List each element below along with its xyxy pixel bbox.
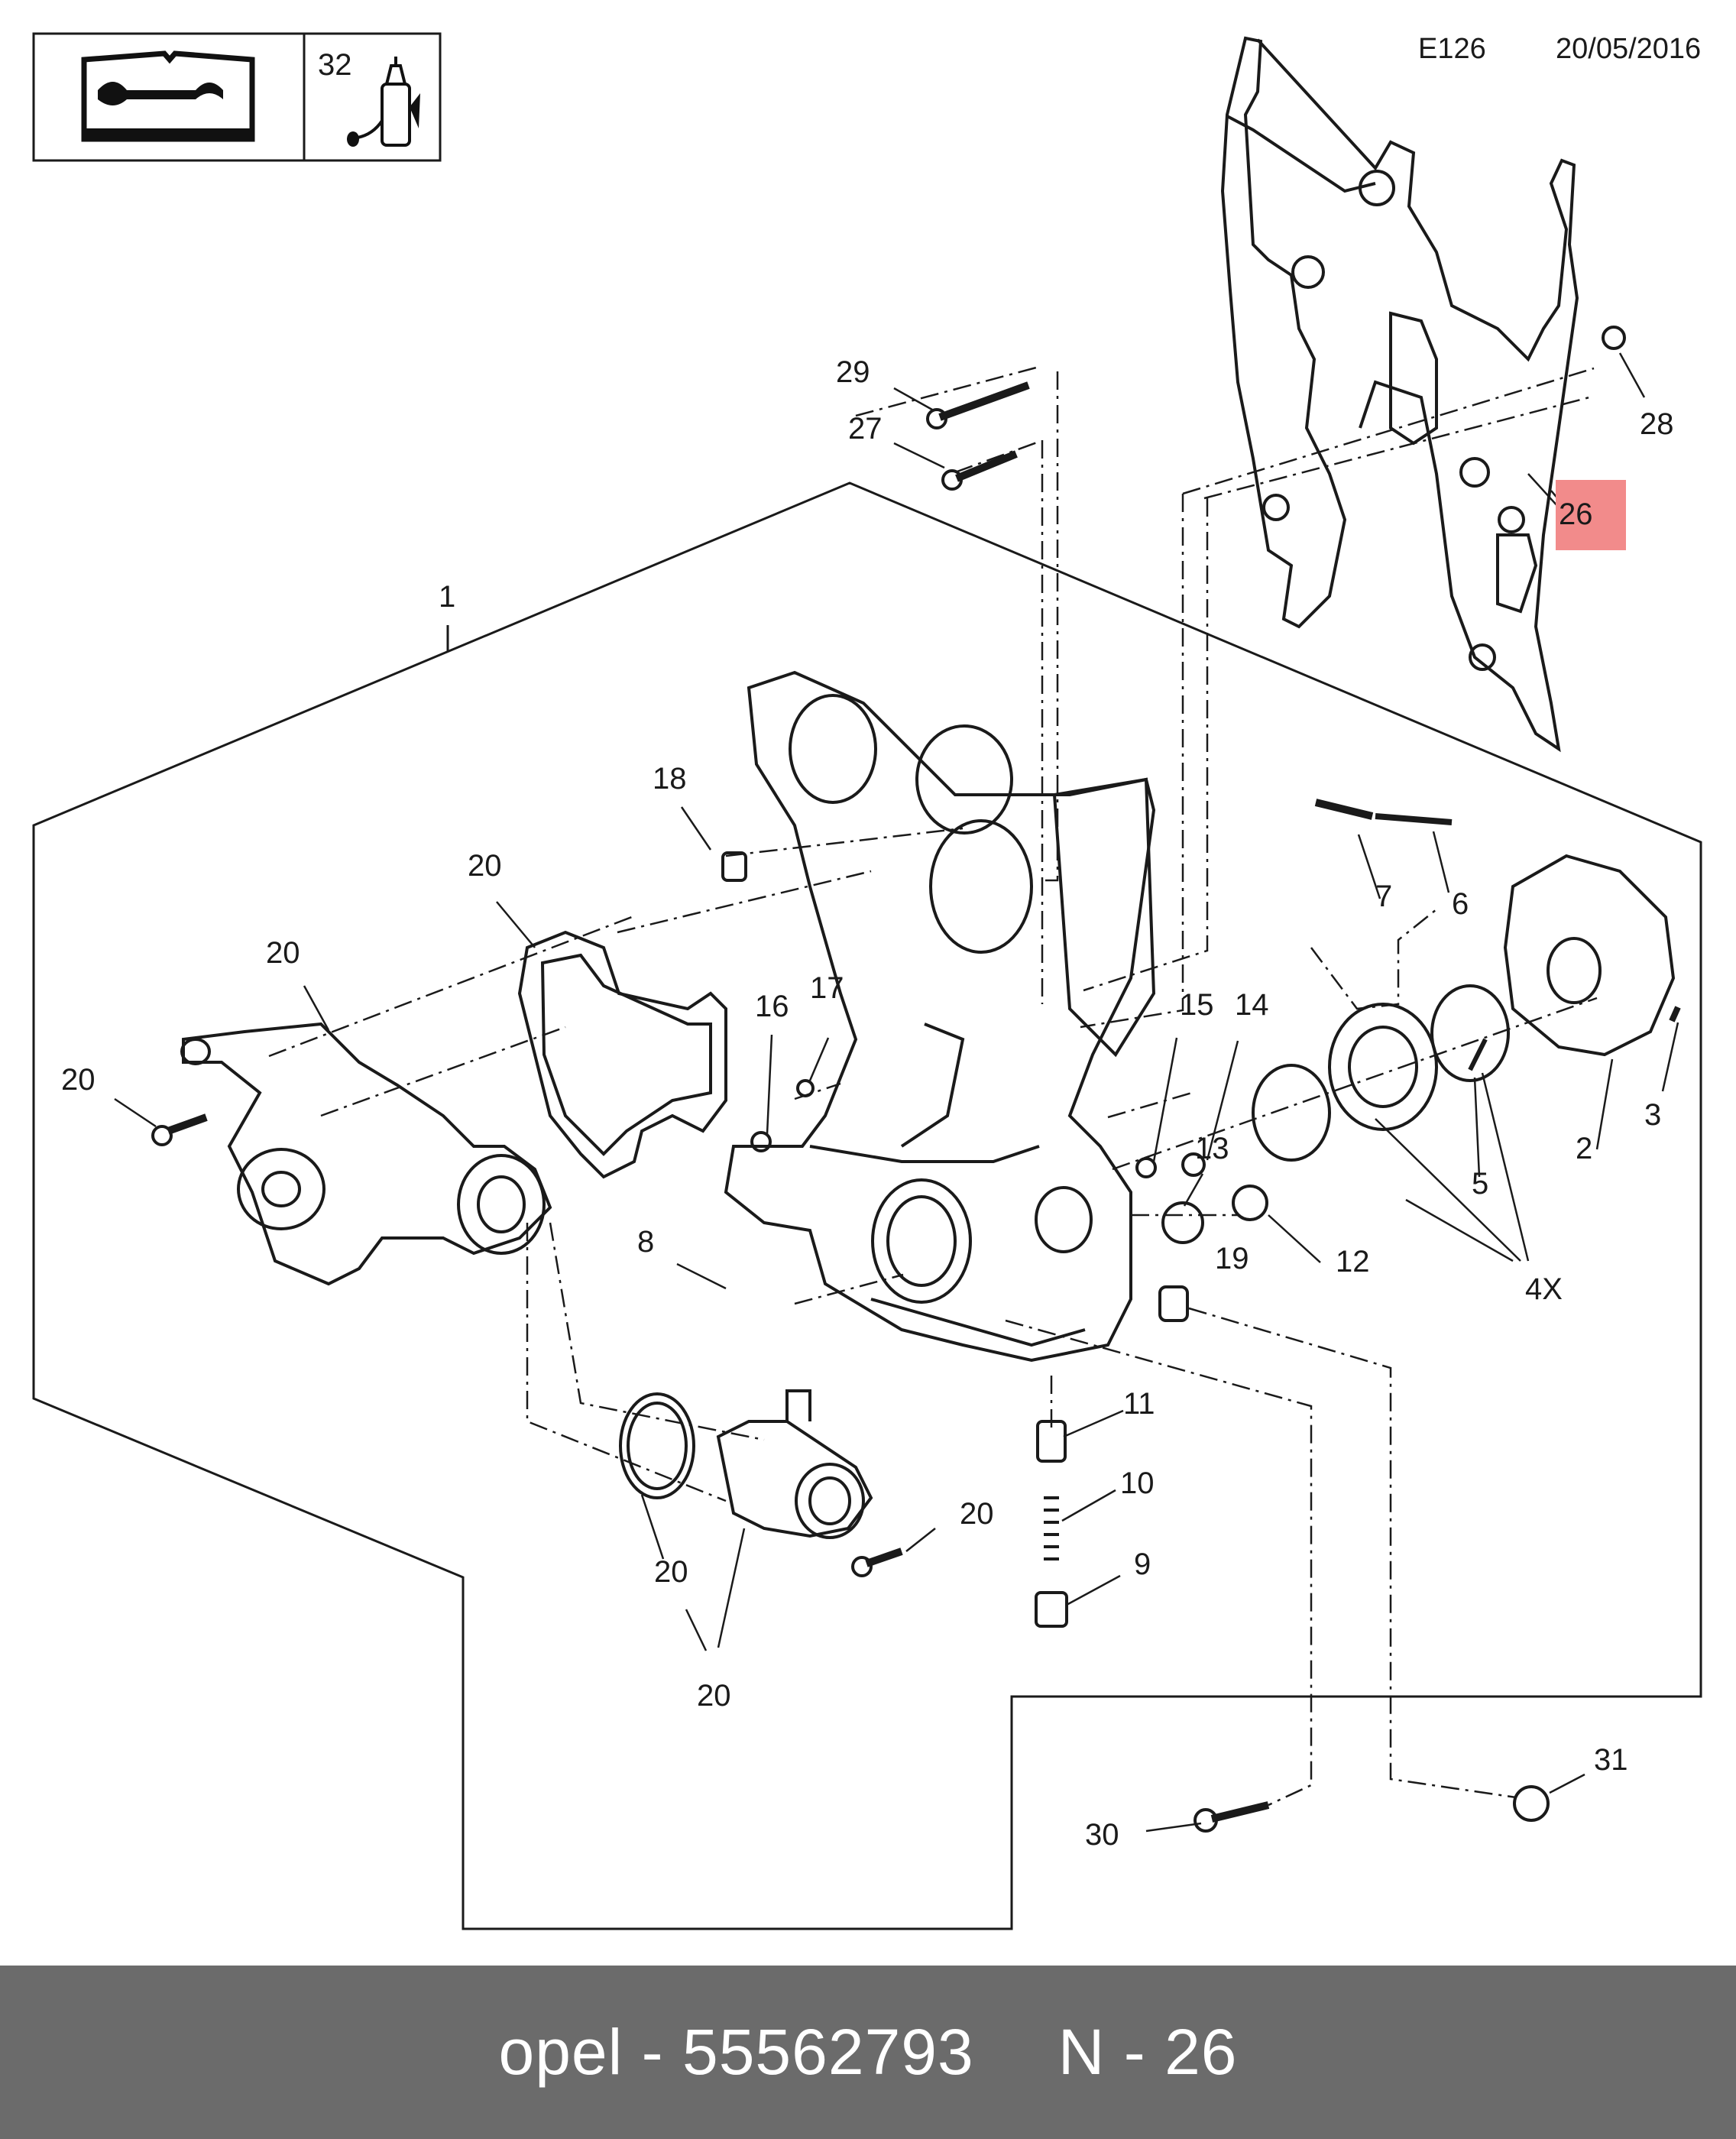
water-pump [180, 1022, 552, 1286]
callout-27: 27 [848, 412, 883, 446]
assembly-boundary [32, 481, 1702, 1930]
callout-15: 15 [1180, 988, 1214, 1022]
callout-29: 29 [836, 355, 870, 389]
callout-20-gasket: 20 [468, 849, 502, 883]
water-pump-gasket [517, 930, 727, 1179]
callout-9: 9 [1134, 1548, 1151, 1581]
timing-cover-gasket [1220, 36, 1579, 753]
small-parts [151, 326, 1681, 1833]
callout-18: 18 [653, 762, 687, 796]
reference-number: 26 [1164, 2016, 1238, 2088]
callout-11: 11 [1123, 1387, 1155, 1421]
callout-2: 2 [1576, 1132, 1592, 1165]
callout-12: 12 [1336, 1245, 1370, 1279]
callout-4x: 4X [1525, 1272, 1563, 1306]
part-number: 55562793 [682, 2016, 974, 2088]
callout-17: 17 [810, 971, 844, 1005]
diagram-date: 20/05/2016 [1556, 33, 1701, 65]
reference-prefix: N [1057, 2016, 1106, 2088]
callout-31: 31 [1594, 1743, 1628, 1777]
sealant-tube-icon [347, 57, 420, 147]
callout-20-housing: 20 [697, 1679, 731, 1713]
legend-box: 32 [32, 32, 442, 162]
callout-19: 19 [1215, 1242, 1249, 1275]
diagram-code: E126 [1418, 33, 1486, 65]
callout-7: 7 [1375, 880, 1392, 913]
leader-lines [268, 365, 1598, 1807]
callout-1: 1 [439, 580, 455, 614]
callout-28: 28 [1640, 407, 1674, 441]
legend-sealant-label: 32 [318, 48, 352, 82]
callout-26: 26 [1559, 497, 1593, 531]
callout-5: 5 [1472, 1167, 1488, 1201]
callout-pointers [114, 352, 1679, 1833]
part-number-footer: opel - 55562793 N - 26 [0, 1966, 1736, 2139]
highlight-box [1556, 480, 1626, 550]
callout-20-bolt: 20 [61, 1063, 96, 1097]
exploded-parts-diagram: 32 E126 20/05/2016 [32, 32, 1702, 1930]
callout-14: 14 [1235, 988, 1269, 1022]
oil-pump-cover [1252, 854, 1676, 1162]
timing-cover-housing [724, 670, 1156, 1363]
callout-20-pump: 20 [266, 936, 300, 970]
thermostat-housing [619, 1389, 873, 1539]
callout-labels: 1 2 3 4X 5 6 7 8 9 10 11 12 13 14 15 16 … [61, 355, 1674, 1852]
callout-20-thermo-bolt: 20 [960, 1497, 994, 1531]
separator: - [641, 2016, 664, 2088]
callout-20-ring: 20 [654, 1555, 688, 1589]
callout-8: 8 [637, 1225, 654, 1259]
callout-16: 16 [755, 990, 789, 1023]
callout-10: 10 [1120, 1467, 1155, 1500]
callout-6: 6 [1452, 887, 1469, 921]
callout-30: 30 [1085, 1818, 1119, 1852]
callout-3: 3 [1644, 1098, 1661, 1132]
repair-manual-icon [81, 50, 255, 142]
brand-name: opel [498, 2016, 623, 2088]
separator-2: - [1123, 2016, 1146, 2088]
callout-13: 13 [1195, 1132, 1229, 1165]
